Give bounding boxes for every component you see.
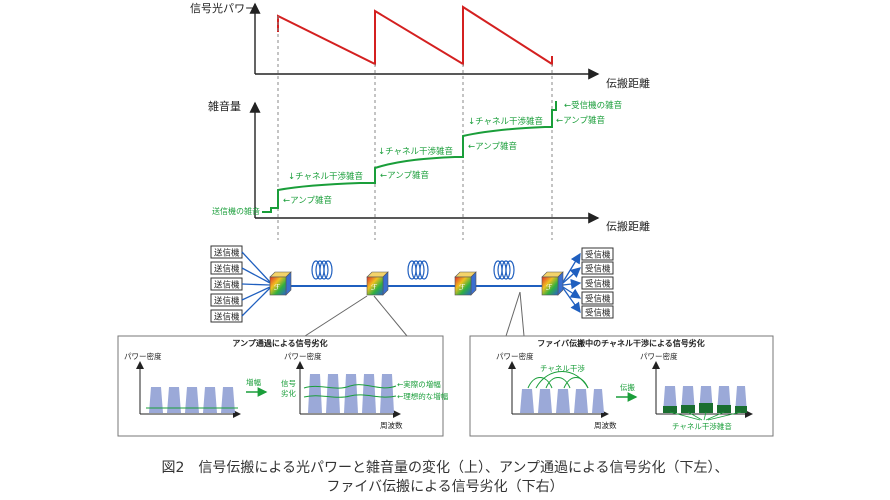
signal-bars-before-fiber — [520, 389, 604, 413]
fiber-right-ylabel: パワー密度 — [640, 351, 678, 361]
noise-label-amp-2: ←アンプ雑音 — [380, 170, 430, 181]
power-y-label: 信号光パワー — [190, 1, 256, 15]
amp-arrow-label: 増幅 — [246, 377, 261, 387]
noise-graph: 雑音量 伝搬距離 送信機の雑音 ←アンプ雑音 ↓チャネル干渉雑音 ←アンプ雑音 … — [208, 99, 650, 233]
xtalk-noise-bars — [663, 403, 747, 413]
fiber-xtalk-noise-label: チャネル干渉雑音 — [672, 421, 732, 431]
noise-label-amp-4: ←アンプ雑音 — [556, 115, 606, 126]
figure-caption-line-1: 図2 信号伝搬による光パワーと雑音量の変化（上）、アンプ通過による信号劣化（下左… — [161, 460, 729, 476]
transmitter-label: 送信機 — [214, 280, 240, 291]
receiver-label: 受信機 — [585, 308, 611, 319]
fiber-left-ylabel: パワー密度 — [496, 351, 534, 361]
receiver-label: 受信機 — [585, 264, 611, 275]
power-x-label: 伝搬距離 — [606, 76, 650, 90]
fiber-coil — [311, 260, 333, 280]
receiver-label: 受信機 — [585, 279, 611, 290]
power-graph: 信号光パワー 伝搬距離 — [190, 1, 650, 90]
noise-label-xtalk-3: ↓チャネル干渉雑音 — [468, 116, 544, 127]
node-cube-mux: ℱ — [269, 271, 292, 296]
panel-fiber-degradation: ファイバ伝搬中のチャネル干渉による信号劣化 パワー密度 チャネル干渉 伝搬 パワ… — [469, 335, 774, 437]
signal-bars-before — [149, 387, 235, 413]
noise-label-amp-3: ←アンプ雑音 — [468, 141, 518, 152]
tx-links — [241, 251, 271, 317]
panel-amp-title: アンプ通過による信号劣化 — [232, 338, 327, 348]
node-cube-amp: ℱ — [454, 271, 477, 296]
figure-caption-line-2: ファイバ伝搬による信号劣化（下右） — [326, 479, 564, 495]
power-sawtooth-line — [277, 5, 553, 66]
signal-bars-after — [308, 374, 394, 413]
amp-degrade-label-2: 劣化 — [281, 388, 296, 398]
fiber-xtalk-label: チャネル干渉 — [540, 363, 585, 373]
rx-links — [562, 252, 582, 314]
fiber-coil — [493, 260, 515, 280]
transmitter-label: 送信機 — [214, 264, 240, 275]
panel-amp-degradation: アンプ通過による信号劣化 パワー密度 増幅 パワー密度 信号 劣化 — [117, 335, 449, 437]
panel-fiber-title: ファイバ伝搬中のチャネル干渉による信号劣化 — [537, 338, 705, 348]
noise-y-label: 雑音量 — [208, 99, 241, 113]
receiver-label: 受信機 — [585, 250, 611, 261]
noise-label-amp-1: ←アンプ雑音 — [283, 195, 333, 206]
network: 送信機 送信機 送信機 送信機 送信機 — [210, 245, 614, 323]
noise-label-rx: ←受信機の雑音 — [564, 100, 623, 111]
noise-label-xtalk-2: ↓チャネル干渉雑音 — [378, 146, 454, 157]
noise-label-tx: 送信機の雑音 — [212, 206, 260, 216]
amp-actual-label: ←実際の増幅 — [397, 379, 441, 389]
amp-ideal-label: ←理想的な増幅 — [397, 391, 449, 401]
fiber-arrow-label: 伝搬 — [620, 382, 635, 392]
receiver-column: 受信機 受信機 受信機 受信機 受信機 — [581, 247, 614, 319]
node-cube-amp: ℱ — [366, 271, 389, 296]
amp-degrade-label-1: 信号 — [281, 378, 296, 388]
transmitter-label: 送信機 — [214, 248, 240, 259]
transmitter-column: 送信機 送信機 送信機 送信機 送信機 — [210, 245, 243, 323]
amp-xlabel: 周波数 — [380, 420, 403, 430]
noise-staircase-line — [262, 101, 557, 213]
node-cube-demux: ℱ — [541, 271, 564, 296]
amp-right-ylabel: パワー密度 — [284, 351, 322, 361]
svg-text:ℱ: ℱ — [274, 283, 280, 292]
span-guides — [277, 16, 553, 240]
transmitter-label: 送信機 — [214, 312, 240, 323]
amp-left-ylabel: パワー密度 — [124, 351, 162, 361]
svg-text:ℱ: ℱ — [459, 283, 465, 292]
xtalk-arcs — [527, 371, 589, 389]
callout-lines — [304, 291, 525, 337]
receiver-label: 受信機 — [585, 294, 611, 305]
svg-text:ℱ: ℱ — [371, 283, 377, 292]
xtalk-noise-pointers — [669, 411, 742, 421]
transmitter-label: 送信機 — [214, 296, 240, 307]
svg-text:ℱ: ℱ — [546, 283, 552, 292]
fiber-coil — [407, 260, 429, 280]
noise-x-label: 伝搬距離 — [606, 219, 650, 233]
noise-label-xtalk-1: ↓チャネル干渉雑音 — [288, 171, 364, 182]
fiber-xlabel: 周波数 — [594, 420, 617, 430]
